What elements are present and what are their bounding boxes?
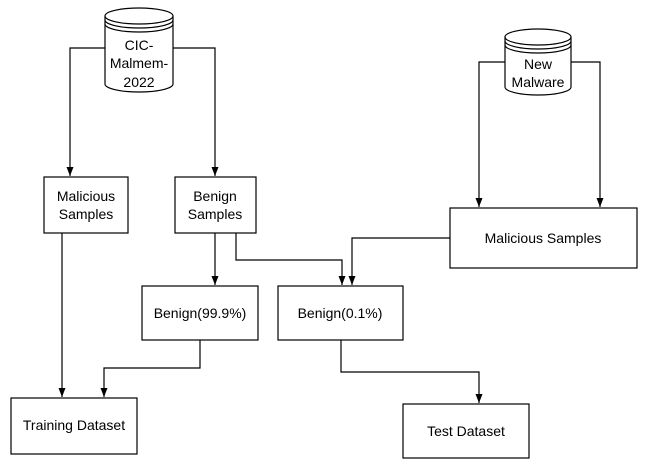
benign-99-label: Benign(99.9%) xyxy=(154,305,247,321)
edge-benign01-to-test xyxy=(340,340,483,403)
database-new-malware: New Malware xyxy=(504,28,572,96)
node-malicious-samples-left: Malicious Samples xyxy=(43,176,129,234)
edge-newmalware-to-malicious-right-a xyxy=(475,61,505,207)
edge-benign99-to-training xyxy=(100,340,201,397)
cic-malmem-label-1: CIC- xyxy=(125,37,154,53)
node-benign-01: Benign(0.1%) xyxy=(277,285,404,341)
benign-samples-label-1: Benign xyxy=(193,188,237,204)
cic-malmem-label-2: Malmem- xyxy=(110,55,169,71)
cic-malmem-label-3: 2022 xyxy=(123,74,154,90)
benign-01-label: Benign(0.1%) xyxy=(298,305,383,321)
node-benign-99: Benign(99.9%) xyxy=(141,285,259,341)
node-test-dataset: Test Dataset xyxy=(402,403,530,459)
node-training-dataset: Training Dataset xyxy=(10,397,138,455)
edge-maliciousright-to-benign01 xyxy=(348,237,450,285)
benign-samples-label-2: Samples xyxy=(188,206,242,222)
malicious-left-label-2: Samples xyxy=(59,206,113,222)
test-dataset-label: Test Dataset xyxy=(427,423,505,439)
edge-newmalware-to-malicious-right-b xyxy=(571,61,604,207)
edge-cic-to-malicious xyxy=(66,47,105,176)
edge-benign-to-benign01 xyxy=(235,233,346,285)
database-cic-malmem: CIC- Malmem- 2022 xyxy=(104,7,174,93)
malicious-left-label-1: Malicious xyxy=(57,188,115,204)
new-malware-label-1: New xyxy=(524,56,553,72)
new-malware-label-2: Malware xyxy=(512,74,565,90)
node-benign-samples: Benign Samples xyxy=(174,176,257,234)
malicious-right-label: Malicious Samples xyxy=(485,230,602,246)
node-malicious-samples-right: Malicious Samples xyxy=(449,207,638,269)
training-dataset-label: Training Dataset xyxy=(23,417,125,433)
edge-cic-to-benign xyxy=(173,47,219,176)
